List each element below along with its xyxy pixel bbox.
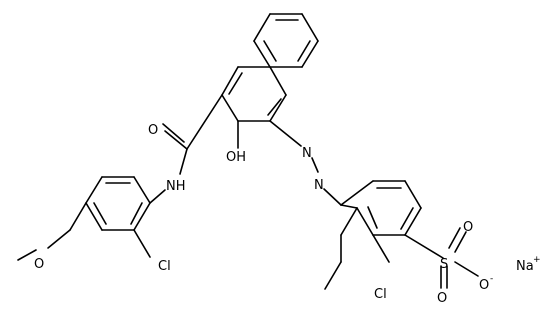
azo-nitrogen-2-label: N (314, 178, 324, 193)
sulfonyl-oxygen-bottom-label: O (437, 291, 447, 306)
hydroxyl-label: OH (226, 150, 246, 165)
ring-chloro-bond (372, 234, 390, 263)
sulfonate-group (404, 227, 479, 289)
azo-nitrogen-1-label: N (302, 146, 312, 161)
anilide-chloro-bond (133, 229, 151, 258)
anilide-ring (85, 176, 151, 231)
sodium-label: Na (516, 259, 534, 274)
sodium-charge-label: + (533, 255, 541, 265)
azo-group (269, 120, 342, 206)
amide-nh-label: NH (166, 179, 186, 194)
methoxy-group (17, 202, 87, 261)
ring-chlorine-label: Cl (374, 287, 387, 302)
methoxy-oxygen-label: O (34, 257, 44, 272)
sulfur-label: S (440, 257, 448, 272)
sulfonate-charge-label: - (490, 274, 493, 284)
ethyl-group (324, 207, 358, 290)
sulfonate-oxygen-label: O (479, 278, 489, 293)
carbonyl-oxygen-label: O (148, 123, 158, 138)
anilide-chlorine-label: Cl (158, 259, 171, 274)
sulfonate-ring (340, 180, 422, 236)
sulfonyl-oxygen-top-label: O (463, 220, 473, 235)
naphthalene-upper-ring (253, 13, 319, 68)
naphthalene-lower-ring (221, 66, 287, 122)
amide-group (149, 94, 223, 204)
